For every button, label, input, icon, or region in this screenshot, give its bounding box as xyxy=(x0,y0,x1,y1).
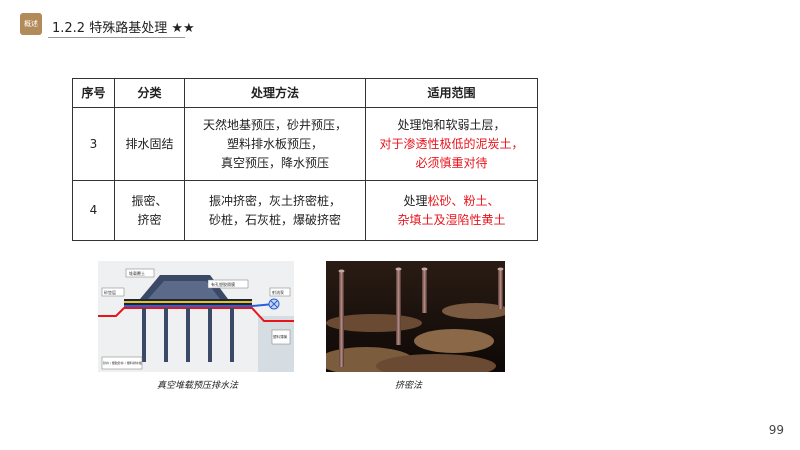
vacuum-preloading-illustration: 堆载覆土 有孔塑胶隔膜 砂垫层 射流泵 砂井 / 塑胶砂井 / 塑料排水板 塑料… xyxy=(98,261,294,372)
category-line: 挤密 xyxy=(137,212,162,227)
cell-scope: 处理松砂、粉土、 杂填土及湿陷性黄土 xyxy=(365,180,538,241)
section-badge: 概述 xyxy=(20,13,42,35)
header-cell-number: 序号 xyxy=(72,78,115,108)
scope-line-highlight: 对于渗透性极低的泥炭土， xyxy=(379,136,524,151)
table-row: 4 振密、 挤密 振冲挤密，灰土挤密桩， 砂桩，石灰桩，爆破挤密 处理松砂、粉土… xyxy=(72,180,538,241)
cell-number: 3 xyxy=(72,107,115,181)
treatment-table: 序号 分类 处理方法 适用范围 3 排水固结 天然地基预压，砂井预压， 塑料排水… xyxy=(72,78,538,241)
compaction-photo xyxy=(326,261,505,372)
label-sand-cushion: 砂垫层 xyxy=(104,289,116,295)
header-cell-scope: 适用范围 xyxy=(365,78,538,108)
label-mound: 堆载覆土 xyxy=(129,270,145,276)
title-underline xyxy=(48,37,185,38)
scope-line-highlight: 杂填土及湿陷性黄土 xyxy=(397,212,506,227)
label-membrane: 有孔塑胶隔膜 xyxy=(211,281,235,287)
header-cell-category: 分类 xyxy=(114,78,185,108)
label-drains: 砂井 / 塑胶砂井 / 塑料排水板 xyxy=(103,360,142,365)
method-line: 砂桩，石灰桩，爆破挤密 xyxy=(208,212,341,227)
cell-category: 振密、 挤密 xyxy=(114,180,185,241)
method-line: 真空预压，降水预压 xyxy=(220,155,329,170)
method-line: 振冲挤密，灰土挤密桩， xyxy=(208,193,341,208)
figure-caption: 真空堆载预压排水法 xyxy=(157,381,239,391)
method-line: 塑料排水板预压， xyxy=(226,136,323,151)
table-row: 3 排水固结 天然地基预压，砂井预压， 塑料排水板预压， 真空预压，降水预压 处… xyxy=(72,107,538,181)
page-number: 99 xyxy=(768,423,784,437)
cell-scope: 处理饱和软弱土层， 对于渗透性极低的泥炭土， 必须慎重对待 xyxy=(365,107,538,181)
header-cell-method: 处理方法 xyxy=(184,78,366,108)
scope-line: 处理饱和软弱土层， xyxy=(397,117,506,132)
table-header-row: 序号 分类 处理方法 适用范围 xyxy=(72,78,538,108)
scope-line-highlight: 必须慎重对待 xyxy=(415,155,488,170)
scope-prefix: 处理 xyxy=(403,193,428,208)
category-line: 排水固结 xyxy=(125,136,174,151)
scope-line: 处理松砂、粉土、 xyxy=(366,192,537,211)
vacuum-preloading-diagram: 堆载覆土 有孔塑胶隔膜 砂垫层 射流泵 砂井 / 塑胶砂井 / 塑料排水板 塑料… xyxy=(98,261,294,372)
cell-method: 振冲挤密，灰土挤密桩， 砂桩，石灰桩，爆破挤密 xyxy=(184,180,366,241)
cell-category: 排水固结 xyxy=(114,107,185,181)
method-line: 天然地基预压，砂井预压， xyxy=(202,117,347,132)
label-film: 塑料薄膜 xyxy=(273,334,287,339)
label-pump: 射流泵 xyxy=(272,289,284,295)
page-title: 1.2.2 特殊路基处理 ★★ xyxy=(52,21,195,36)
cell-number: 4 xyxy=(72,180,115,241)
scope-highlight: 松砂、粉土、 xyxy=(427,193,500,208)
compaction-illustration xyxy=(326,261,505,372)
cell-method: 天然地基预压，砂井预压， 塑料排水板预压， 真空预压，降水预压 xyxy=(184,107,366,181)
figure-caption: 挤密法 xyxy=(395,381,423,391)
category-line: 振密、 xyxy=(131,193,168,208)
